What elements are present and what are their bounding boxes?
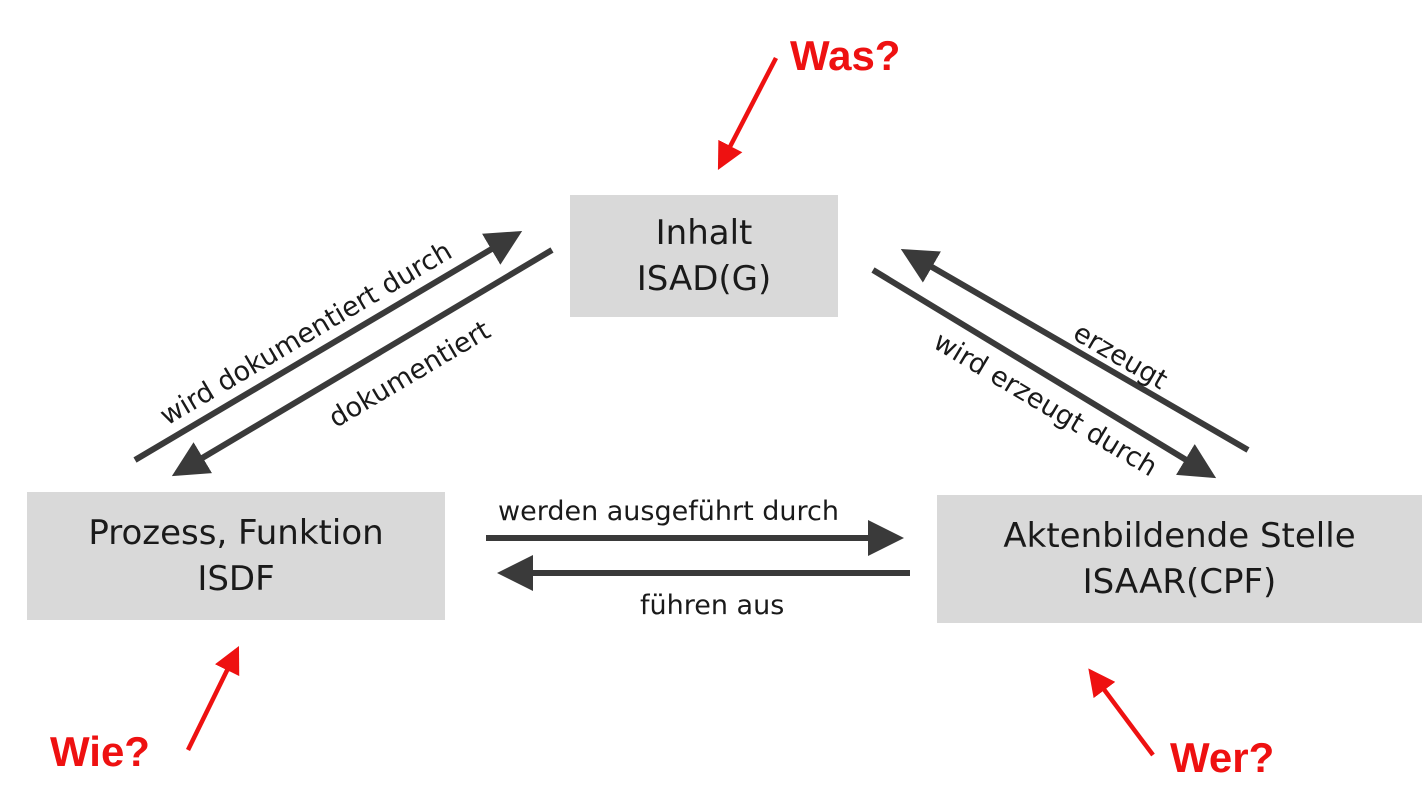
node-prozess-title: Prozess, Funktion bbox=[88, 513, 384, 553]
arrow-erzeugt bbox=[900, 248, 1250, 453]
question-wie: Wie? bbox=[50, 728, 150, 775]
node-prozess-funktion: Prozess, Funktion ISDF bbox=[27, 492, 445, 620]
arrow-was bbox=[717, 56, 778, 170]
label-werden-ausgefuehrt-durch: werden ausgeführt durch bbox=[498, 496, 839, 527]
node-inhalt: Inhalt ISAD(G) bbox=[570, 195, 838, 317]
arrow-wird-erzeugt-durch bbox=[871, 267, 1217, 479]
node-prozess-standard: ISDF bbox=[197, 559, 275, 599]
node-inhalt-standard: ISAD(G) bbox=[636, 259, 772, 299]
node-akten-standard: ISAAR(CPF) bbox=[1082, 562, 1277, 602]
label-fuehren-aus: führen aus bbox=[640, 590, 785, 621]
arrow-wird-dokumentiert-durch bbox=[133, 230, 523, 463]
node-inhalt-title: Inhalt bbox=[655, 213, 753, 253]
question-was: Was? bbox=[790, 32, 901, 79]
node-aktenbildende-stelle: Aktenbildende Stelle ISAAR(CPF) bbox=[937, 495, 1422, 623]
arrow-wie bbox=[185, 645, 240, 751]
arrow-dokumentiert bbox=[171, 247, 554, 477]
question-wer: Wer? bbox=[1170, 734, 1275, 781]
node-akten-title: Aktenbildende Stelle bbox=[1003, 516, 1356, 556]
arrow-wer bbox=[1088, 668, 1155, 757]
